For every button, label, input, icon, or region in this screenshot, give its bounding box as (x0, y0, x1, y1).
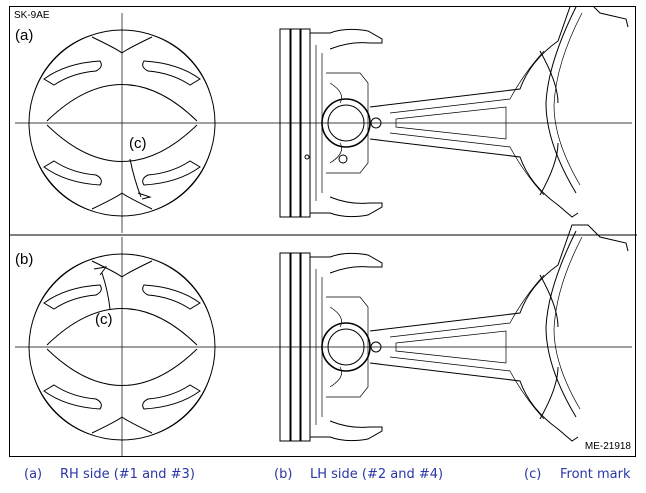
front-mark-callout-b: (c) (95, 311, 113, 328)
legend-item-a: (a) RH side (#1 and #3) (24, 467, 195, 482)
diagram-frame: SK-9AE (a) (b) (c) (c) ME-21918 (9, 6, 637, 457)
view-a (15, 7, 632, 233)
view-b-label: (b) (15, 251, 34, 268)
ref-code: ME-21918 (584, 441, 631, 452)
front-mark-arrow-b (93, 266, 108, 276)
legend-text: LH side (#2 and #4) (310, 467, 444, 482)
legend-key: (c) (524, 467, 542, 482)
front-mark-arrow-a (137, 192, 152, 200)
legend-text: Front mark (560, 467, 631, 482)
callout-leader-a (129, 158, 142, 198)
rod-side-a (279, 7, 629, 218)
piston-diagram (10, 7, 637, 456)
front-mark-callout-a: (c) (129, 135, 147, 152)
view-a-label: (a) (15, 27, 34, 44)
legend-key: (a) (24, 467, 43, 482)
legend-text: RH side (#1 and #3) (60, 467, 195, 482)
view-b (15, 224, 632, 456)
doc-code: SK-9AE (14, 10, 50, 21)
legend-item-b: (b) LH side (#2 and #4) (274, 467, 443, 482)
legend: (a) RH side (#1 and #3) (b) LH side (#2 an… (0, 467, 646, 487)
rod-side-b (279, 224, 629, 442)
callout-leader-b (101, 272, 111, 310)
legend-key: (b) (274, 467, 293, 482)
legend-item-c: (c) Front mark (524, 467, 631, 482)
